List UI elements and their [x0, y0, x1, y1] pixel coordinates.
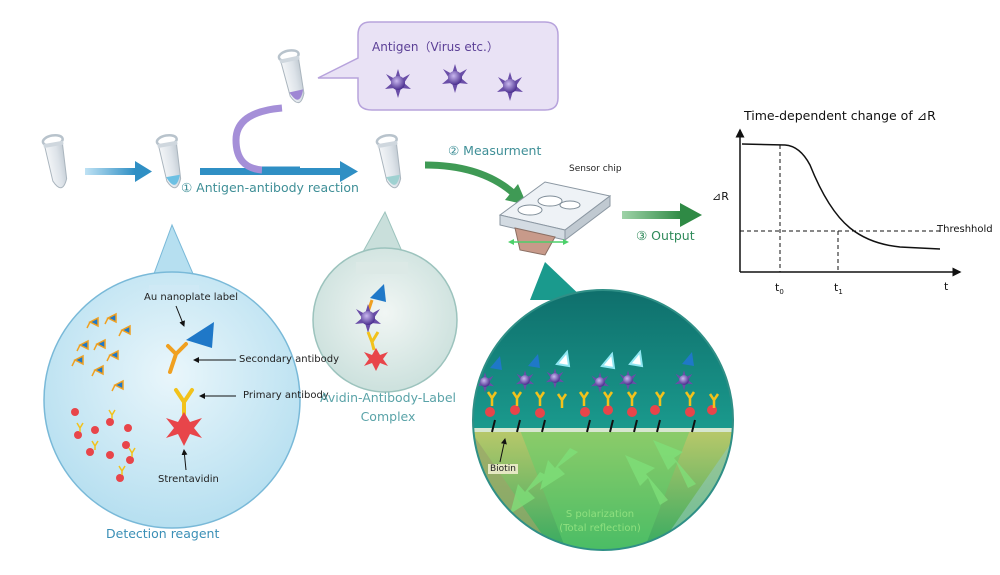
complex-circle [312, 210, 458, 393]
biotin-label: Biotin [488, 464, 518, 474]
complex-caption-line1: Avidin-Antibody-Label [320, 390, 457, 405]
polarization-line2: (Total reflection) [559, 523, 641, 534]
step1-label: ① Antigen-antibody reaction [181, 180, 359, 195]
scattered-streptavidin [71, 408, 134, 482]
light-arrows [510, 440, 696, 514]
graph-curve [741, 143, 941, 250]
graph-t1-label: t1 [834, 281, 843, 296]
tube-reagent [154, 132, 187, 191]
primary-antibody-text: Primary antibody [243, 390, 329, 401]
scattered-antibodies [76, 409, 136, 475]
polarization-line1: S polarization [565, 509, 635, 520]
arrow-sample-to-reagent [85, 161, 152, 182]
arrow-antigen-join [232, 104, 283, 174]
antigen-bubble [317, 21, 559, 111]
streptavidin-text: Strentavidin [158, 474, 219, 485]
complex-caption-line2: Complex [360, 409, 416, 424]
surface-molecules [475, 349, 720, 433]
tube-sample [40, 132, 73, 191]
graph-t1-sub: 1 [838, 288, 843, 297]
arrow-measurement [424, 161, 515, 195]
streptavidin-icon [166, 412, 202, 446]
au-nanoplate-icon [186, 322, 214, 348]
tube-mixed [374, 132, 407, 191]
sensor-chip-label: Sensor chip [569, 164, 622, 174]
au-label-text: Au nanoplate label [144, 292, 238, 303]
detection-reagent-caption: Detection reagent [106, 526, 220, 541]
sensor-chip [498, 181, 612, 256]
tube-antigen [276, 47, 310, 106]
graph-t1-text: t [834, 281, 839, 294]
step3-label: ③ Output [636, 228, 695, 243]
secondary-antibody-icon [166, 342, 188, 374]
graph-y-label: ⊿R [712, 190, 729, 203]
secondary-antibody-text: Secondary antibody [239, 354, 340, 365]
complex-streptavidin [364, 348, 388, 371]
graph-x-label: t [944, 280, 949, 293]
antigen-bubble-title: Antigen（Virus etc.） [372, 40, 499, 54]
polarization-caption: S polarization (Total reflection) [540, 508, 660, 536]
graph-t0-sub: 0 [779, 288, 784, 297]
graph-title: Time-dependent change of ⊿R [744, 108, 936, 123]
complex-caption: Avidin-Antibody-Label Complex [320, 388, 456, 426]
output-graph [735, 128, 962, 277]
step2-label: ② Measurment [448, 143, 542, 158]
scattered-labels [71, 312, 131, 392]
arrow-output [622, 203, 702, 227]
complex-label-icon [370, 284, 386, 302]
detection-reagent-circle [43, 223, 301, 529]
graph-t0-label: t0 [775, 281, 784, 296]
graph-threshold-label: Threshhold [937, 224, 993, 235]
graph-t0-text: t [775, 281, 780, 294]
